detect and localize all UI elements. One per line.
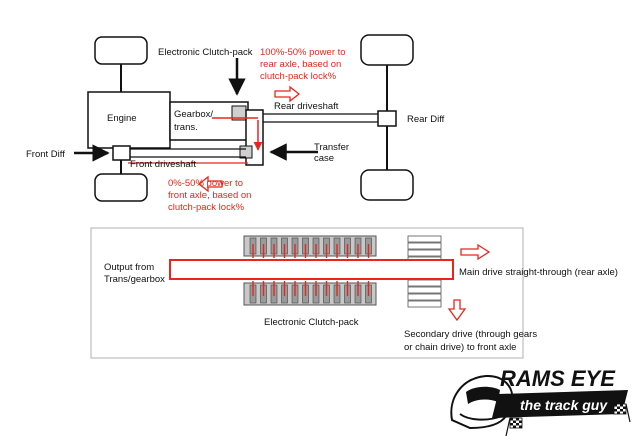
rear-note-line1: 100%-50% power to [260, 47, 346, 58]
engine-label: Engine [107, 113, 137, 124]
transfer-case-label-line1: Transfer [314, 142, 349, 153]
front-diff-box [112, 145, 131, 161]
gearbox-label-line2: trans. [174, 122, 198, 133]
output-label-line1: Output from [104, 262, 154, 273]
front-power-arrow [197, 175, 223, 193]
top-drivetrain-diagram: Engine Gearbox/ trans. Electronic Clutch… [26, 34, 445, 213]
gear-tooth-row [407, 249, 442, 257]
gearbox-label-line1: Gearbox/ [174, 109, 213, 120]
secondary-drive-arrow [447, 299, 467, 322]
clutch-plates-top [249, 237, 372, 258]
secondary-label-line1: Secondary drive (through gears [404, 329, 537, 340]
rear-driveshaft-label: Rear driveshaft [274, 101, 339, 112]
checkered-flag-right-icon [613, 403, 631, 423]
logo-subtitle: the track guy [520, 397, 608, 413]
clutch-pack-label: Electronic Clutch-pack [158, 47, 253, 58]
rear-power-arrow [274, 85, 301, 103]
rear-diff-label: Rear Diff [407, 114, 445, 125]
clutch-pack-detail-diagram: Output from Trans/gearbox Main drive str… [90, 227, 618, 359]
gear-tooth-row [407, 293, 442, 301]
front-driveshaft-label: Front driveshaft [130, 159, 196, 170]
front-bottom-wheel [94, 173, 148, 202]
rear-diff-box [377, 110, 397, 127]
clutch-plates-bottom [249, 281, 372, 304]
front-note-line2: front axle, based on [168, 190, 251, 201]
rear-bottom-wheel [360, 169, 414, 201]
main-drive-arrow [460, 243, 491, 261]
gear-tooth-row [407, 286, 442, 294]
rear-note-line3: clutch-pack lock% [260, 71, 337, 82]
front-top-wheel [94, 36, 148, 65]
transfer-case-label-line2: case [314, 153, 334, 164]
logo-title: RAMS EYE [500, 366, 616, 391]
rear-note-line2: rear axle, based on [260, 59, 341, 70]
logo-banner [492, 390, 628, 418]
transfer-case-clutch-box [239, 145, 253, 159]
gear-tooth-row [407, 300, 442, 308]
output-shaft [169, 259, 454, 280]
gear-tooth-row [407, 279, 442, 287]
gear-tooth-row [407, 235, 442, 243]
output-label-line2: Trans/gearbox [104, 274, 165, 285]
front-note-line3: clutch-pack lock% [168, 202, 245, 213]
front-note-line1: 0%-50% power to [168, 178, 243, 189]
gear-tooth-row [407, 242, 442, 250]
detail-clutch-pack-label: Electronic Clutch-pack [264, 317, 359, 328]
checkered-flag-left-icon [505, 417, 523, 437]
rear-top-wheel [360, 34, 414, 66]
main-drive-label: Main drive straight-through (rear axle) [459, 267, 618, 278]
secondary-label-line2: or chain drive) to front axle [404, 342, 516, 353]
rams-eye-logo: RAMS EYE the track guy [450, 366, 631, 437]
front-diff-label: Front Diff [26, 149, 65, 160]
